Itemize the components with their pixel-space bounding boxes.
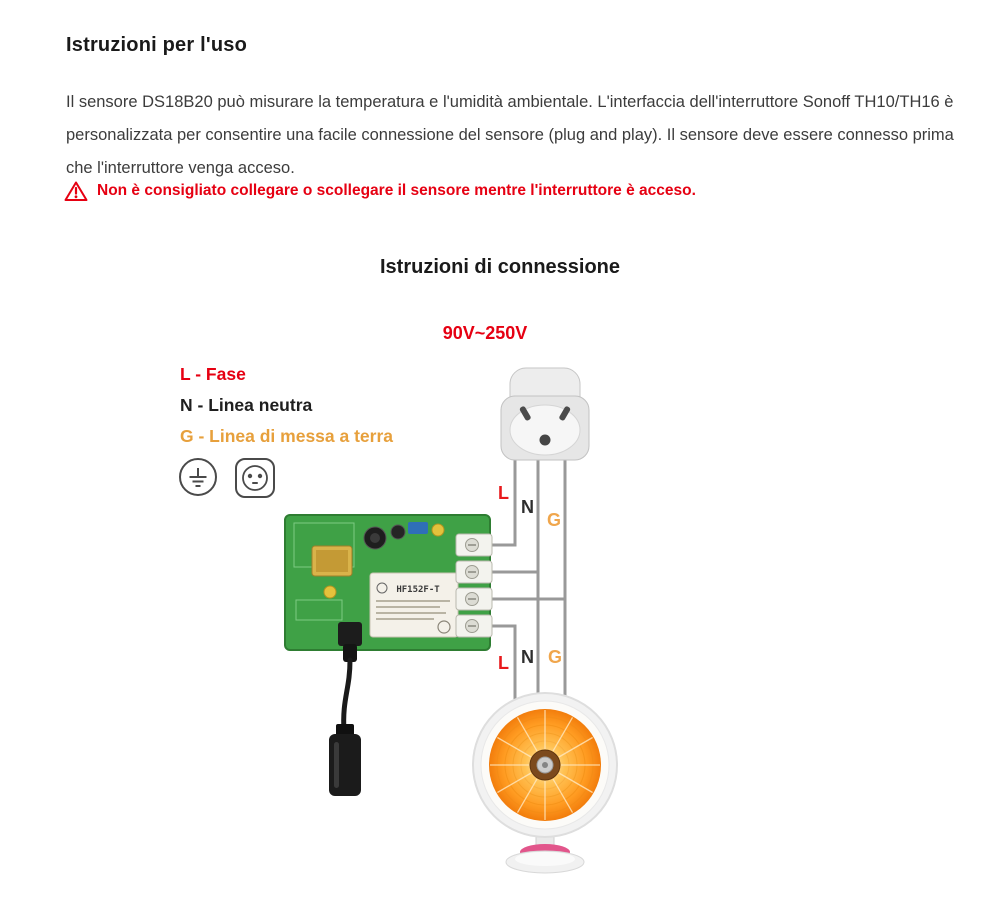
legend-item-ground: G - Linea di messa a terra: [180, 426, 394, 446]
warning-triangle-icon: [64, 181, 88, 201]
earth-ground-icon: [179, 458, 217, 496]
sensor-jack: [338, 622, 362, 646]
intro-paragraph: Il sensore DS18B20 può misurare la tempe…: [66, 93, 954, 177]
legend-item-neutral: N - Linea neutra: [180, 395, 313, 415]
warning-text: Non è consigliato collegare o scollegare…: [97, 182, 696, 199]
wire-labels: L N G L N G: [498, 483, 562, 673]
legend-item-live: L - Fase: [180, 364, 246, 384]
symbol-icons: [176, 456, 277, 500]
heater-grill: [490, 710, 600, 820]
wires: [484, 456, 567, 705]
terminal-blocks: [455, 533, 493, 638]
connection-diagram: HF152F-T: [284, 367, 618, 874]
wire-label-n-bottom: N: [521, 647, 534, 667]
wire-label-g-bottom: G: [548, 647, 562, 667]
wire-label-l-top: L: [498, 483, 509, 503]
live-wire-bottom: [484, 624, 517, 705]
power-plug: [500, 367, 590, 461]
heater: [472, 692, 618, 874]
live-wire-top: [484, 456, 517, 547]
section-title: Istruzioni di connessione: [379, 256, 621, 278]
page-title: Istruzioni per l'uso: [66, 34, 247, 56]
wire-label-g-top: G: [547, 510, 561, 530]
wire-label-n-top: N: [521, 497, 534, 517]
wire-legend: L - Fase N - Linea neutra G - Linea di m…: [180, 359, 393, 452]
relay: HF152F-T: [369, 572, 459, 638]
power-socket-icon: [235, 458, 275, 498]
warning-note: Non è consigliato collegare o scollegare…: [64, 180, 696, 202]
sensor-cable: [329, 644, 361, 796]
sonoff-board: HF152F-T: [284, 514, 491, 651]
sensor-connector: [329, 734, 361, 796]
voltage-label: 90V~250V: [442, 323, 528, 343]
relay-model-label: HF152F-T: [396, 585, 440, 595]
wire-label-l-bottom: L: [498, 653, 509, 673]
